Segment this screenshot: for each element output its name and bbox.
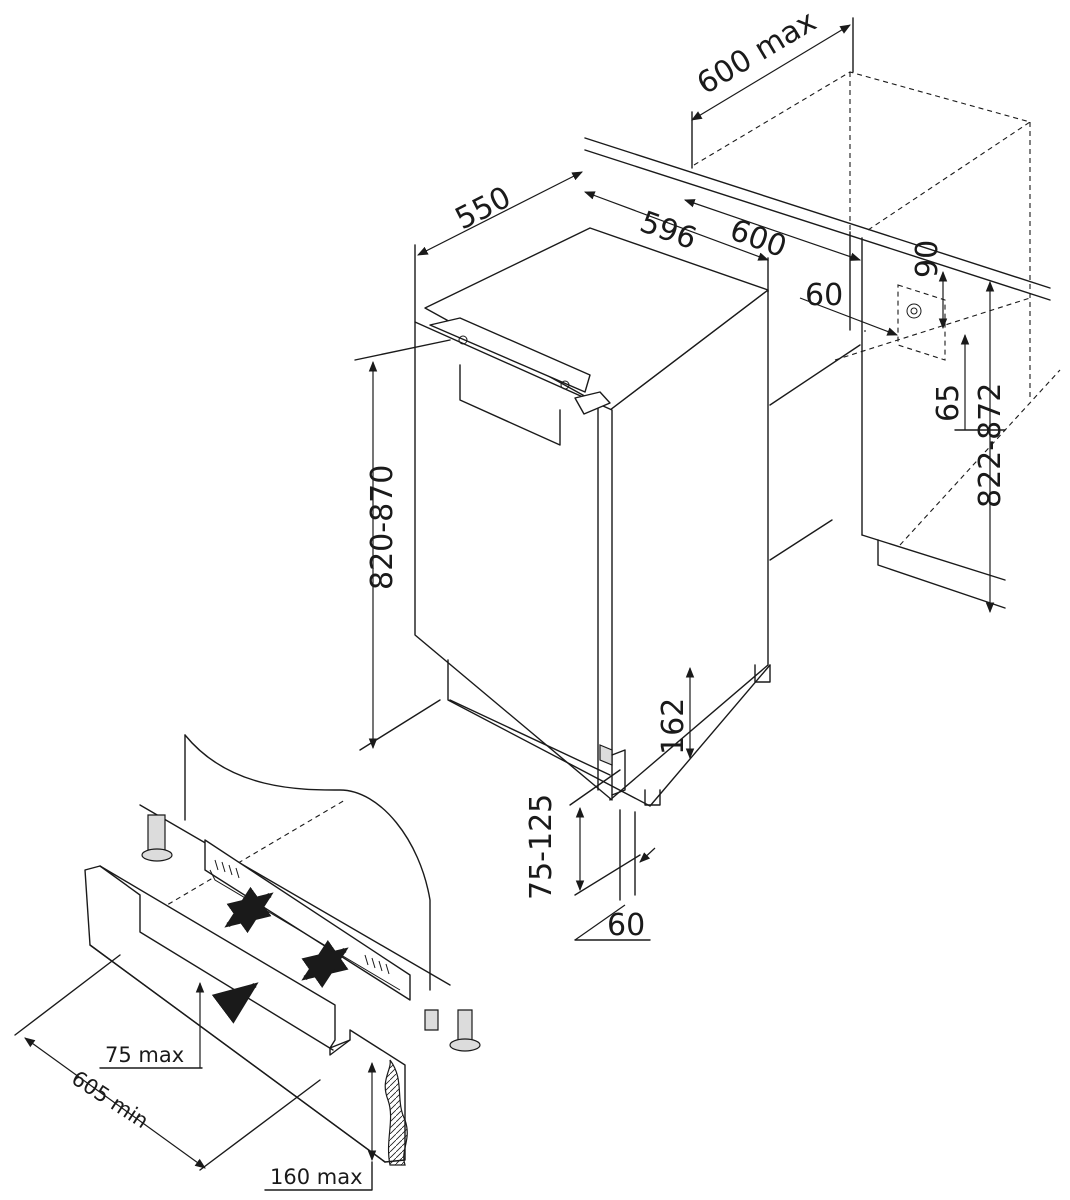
label-vent-height-max: 75 max — [105, 1043, 184, 1067]
label-vent-offset: 60 — [805, 278, 843, 313]
label-outlet-top: 90 — [910, 240, 945, 278]
label-outlet-side: 65 — [931, 384, 966, 422]
label-door-gap: 60 — [607, 908, 645, 943]
plinth-dimension-lines — [14, 954, 377, 1191]
label-niche-width: 600 — [725, 213, 791, 265]
refrigerator-appliance — [414, 227, 771, 807]
label-plinth-adjust: 75-125 — [524, 794, 559, 900]
dimension-lines — [354, 17, 1006, 941]
label-app-height: 820-870 — [365, 465, 400, 590]
label-app-depth: 550 — [450, 180, 517, 237]
label-plinth-height-app: 162 — [656, 698, 691, 755]
label-plinth-height-max: 160 max — [270, 1165, 363, 1189]
label-niche-height: 822-872 — [973, 383, 1008, 508]
label-plinth-depth-min: 605 min — [67, 1066, 152, 1133]
power-outlet — [897, 284, 946, 361]
plinth-detail — [84, 734, 481, 1166]
